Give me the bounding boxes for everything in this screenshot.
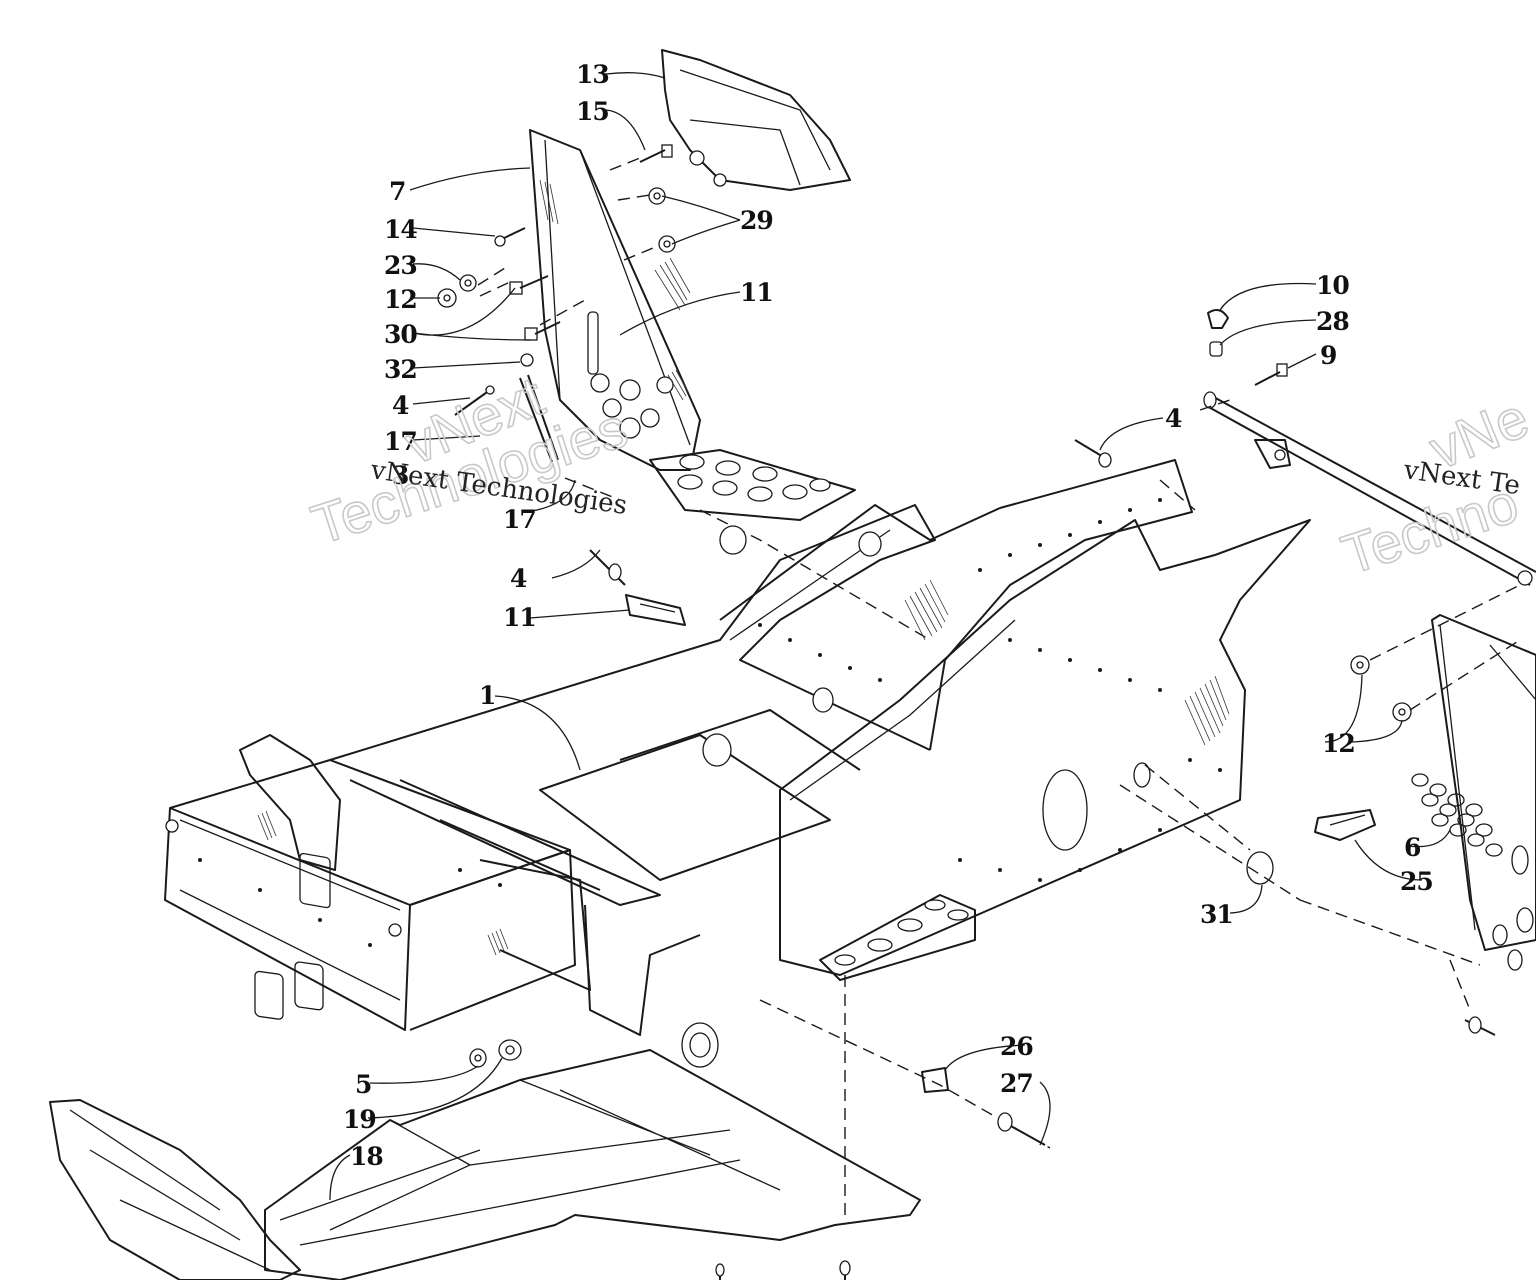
rivet-27 [997,1112,1046,1146]
callout-13: 13 [576,60,609,89]
callout-12-right: 12 [1322,729,1355,758]
callout-1: 1 [479,681,495,710]
callout-5: 5 [355,1070,371,1099]
cap-10 [1207,308,1229,329]
callout-labels: 13 15 7 14 23 12 30 32 4 17 3 17 29 11 4… [343,60,1434,1171]
bolt-30-lower [524,321,561,341]
strap-17 [519,374,559,463]
washer-23 [459,274,477,292]
cross-shaft [1203,391,1536,586]
callout-19: 19 [343,1105,376,1134]
screw-14 [494,227,526,247]
bolt-30-upper [509,275,549,295]
callout-9: 9 [1320,341,1336,370]
headlight-housing [661,49,851,191]
callout-23: 23 [384,251,417,280]
fastener-right-lower [1464,1016,1496,1036]
callout-17-upper: 17 [384,427,417,456]
bracket-11-lower [625,594,686,626]
bracket-25 [1314,809,1376,841]
assembly-lines-upper [477,157,931,641]
nut-12-right-lower [1392,702,1412,722]
callout-4-upper: 4 [392,391,409,420]
nut-12-upper [437,288,457,308]
callout-3: 3 [392,461,408,490]
callout-32: 32 [384,355,417,384]
callout-27: 27 [1000,1069,1033,1098]
callout-15: 15 [576,97,609,126]
callout-29: 29 [740,206,773,235]
mesh-grille [1411,773,1503,857]
nose-cowl [49,1099,301,1281]
leader-lines [329,72,1451,1201]
main-chassis-frame [164,459,1311,1068]
skid-plate [264,1049,921,1281]
callout-31: 31 [1200,900,1233,929]
callout-10: 10 [1316,271,1349,300]
nut-12-right-upper [1350,655,1370,675]
callout-25: 25 [1400,867,1433,896]
fasteners-steering [437,144,676,463]
nut-19 [498,1039,522,1061]
callout-6: 6 [1404,833,1421,862]
callout-26: 26 [1000,1032,1033,1061]
rivet-4-right [1074,439,1112,468]
footrest-plate-upper [649,449,856,521]
callout-7: 7 [389,177,405,206]
callout-18: 18 [350,1142,383,1171]
frame-rivet-holes [198,498,1222,947]
bolt-9 [1254,363,1288,386]
bolt-15 [639,144,673,163]
assembly-lines-right [759,399,1521,1220]
nut-29-upper [648,187,666,205]
nut-29-lower [658,235,676,253]
callout-30: 30 [384,320,417,349]
callout-4-right: 4 [1165,404,1182,433]
plug-31 [1246,851,1274,885]
washer-32 [520,353,534,367]
nut-5 [469,1048,487,1068]
rivet-4-upper [454,385,495,416]
right-side-panel [1411,614,1536,971]
callout-12-left: 12 [384,285,417,314]
callout-11-lower: 11 [503,603,536,632]
callout-11-upper: 11 [740,278,773,307]
callout-17-lower: 17 [503,505,536,534]
callout-28: 28 [1316,307,1349,336]
bushing-28 [1209,341,1223,357]
callout-4-middle: 4 [510,564,527,593]
watermark-left: vNext Technologies vNext Technologies [303,363,635,557]
steering-support-bracket [529,129,701,471]
clip-26 [921,1067,949,1093]
bottom-pins [715,1260,851,1280]
callout-14: 14 [384,215,417,244]
